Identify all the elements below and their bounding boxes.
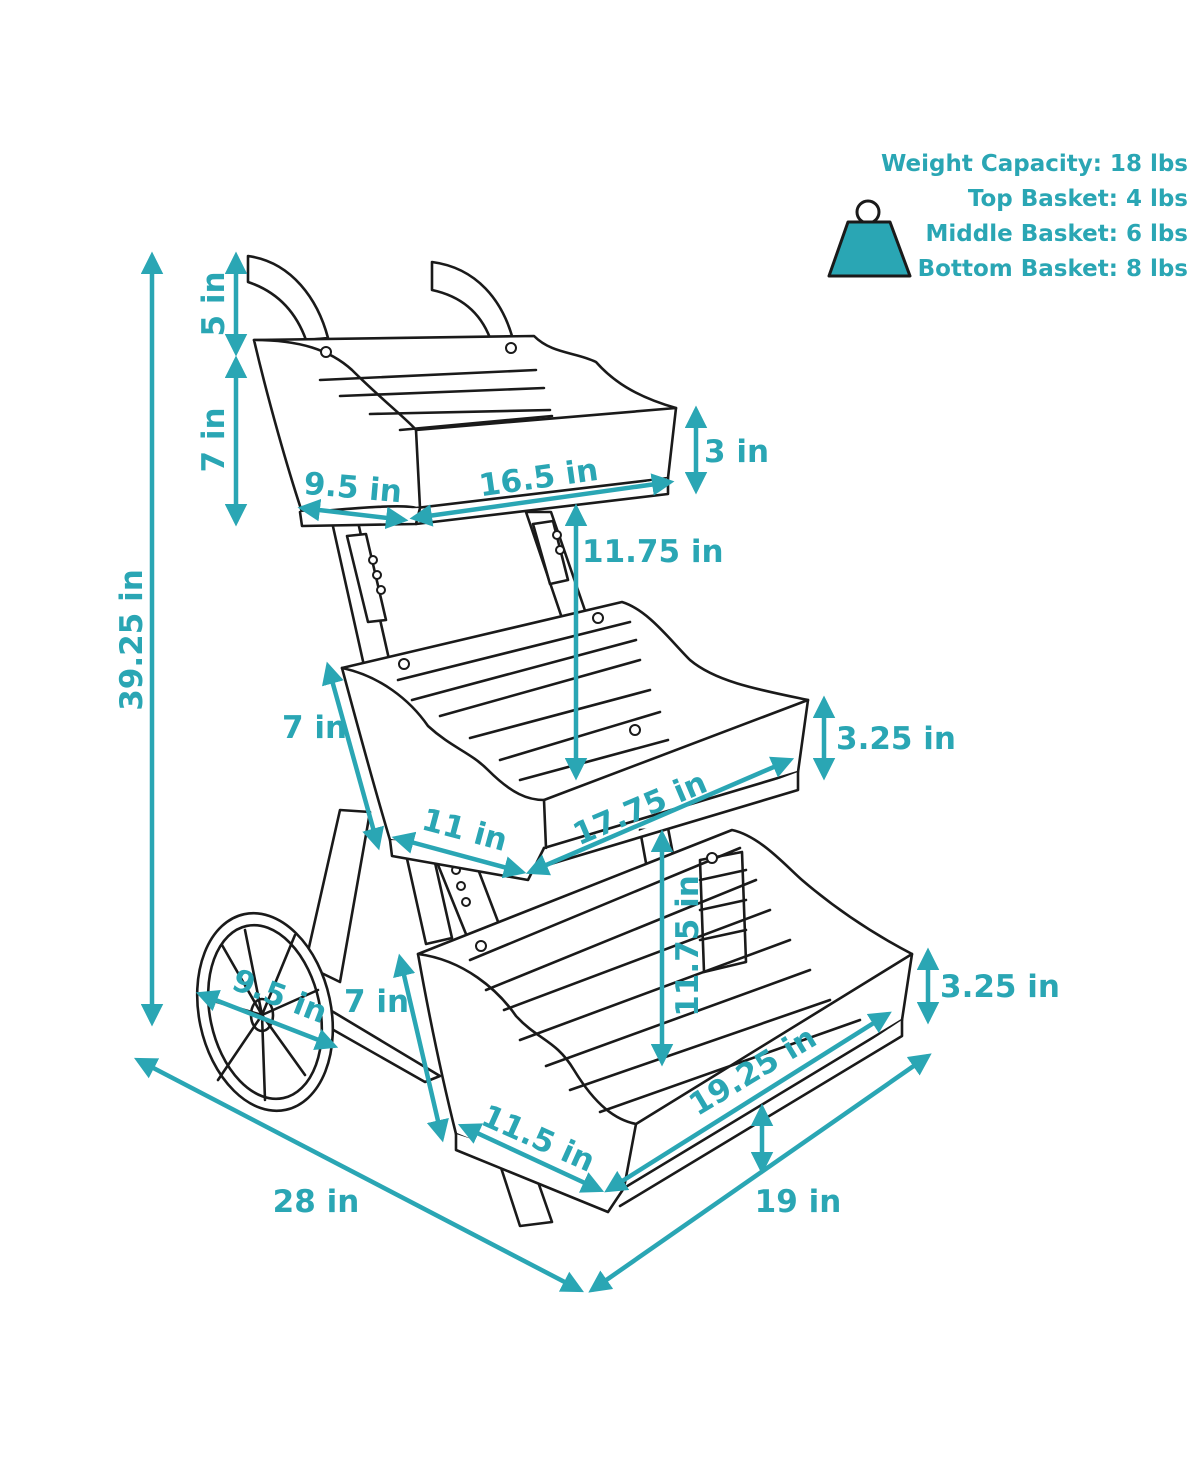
middle-basket-depth-label: 3.25 in: [836, 721, 956, 757]
top-basket-height-label: 7 in: [196, 407, 232, 472]
handle-height-label: 5 in: [196, 271, 232, 336]
top-basket-length-arrow: [409, 473, 675, 527]
legend-capacity: Weight Capacity: 18 lbs: [881, 151, 1188, 177]
bottom-basket-height-label: 7 in: [344, 984, 409, 1020]
overall-width-arrow: [588, 1053, 932, 1293]
dimension-labels: 39.25 in 5 in 7 in 3 in 9.5 in 16.5 in 1…: [114, 271, 1060, 1220]
weight-icon: [827, 199, 912, 278]
middle-basket-width-arrow: [391, 831, 527, 879]
middle-basket-length-arrow: [525, 756, 795, 876]
dimension-arrows: [134, 251, 940, 1293]
legend-middle-basket: Middle Basket: 6 lbs: [926, 221, 1188, 247]
top-basket-width-label: 9.5 in: [302, 466, 403, 510]
overall-length-arrow: [134, 1057, 584, 1293]
top-middle-gap-label: 11.75 in: [582, 534, 724, 570]
middle-bottom-gap-label: 11.75 in: [670, 875, 706, 1017]
legend-top-basket: Top Basket: 4 lbs: [968, 186, 1188, 212]
overall-length-label: 28 in: [273, 1184, 360, 1220]
bottom-basket-depth-label: 3.25 in: [940, 969, 1060, 1005]
legend-bottom-basket: Bottom Basket: 8 lbs: [918, 256, 1188, 282]
handles: [246, 254, 514, 342]
middle-basket-height-arrow: [321, 661, 385, 851]
top-basket-width-arrow: [297, 498, 409, 530]
middle-basket-height-label: 7 in: [282, 710, 347, 746]
overall-height-label: 39.25 in: [114, 569, 150, 711]
overall-width-label: 19 in: [755, 1184, 842, 1220]
wheel-diameter-arrow: [195, 990, 339, 1050]
top-basket-depth-label: 3 in: [704, 434, 769, 470]
legend: Weight Capacity: 18 lbs Top Basket: 4 lb…: [827, 151, 1188, 282]
